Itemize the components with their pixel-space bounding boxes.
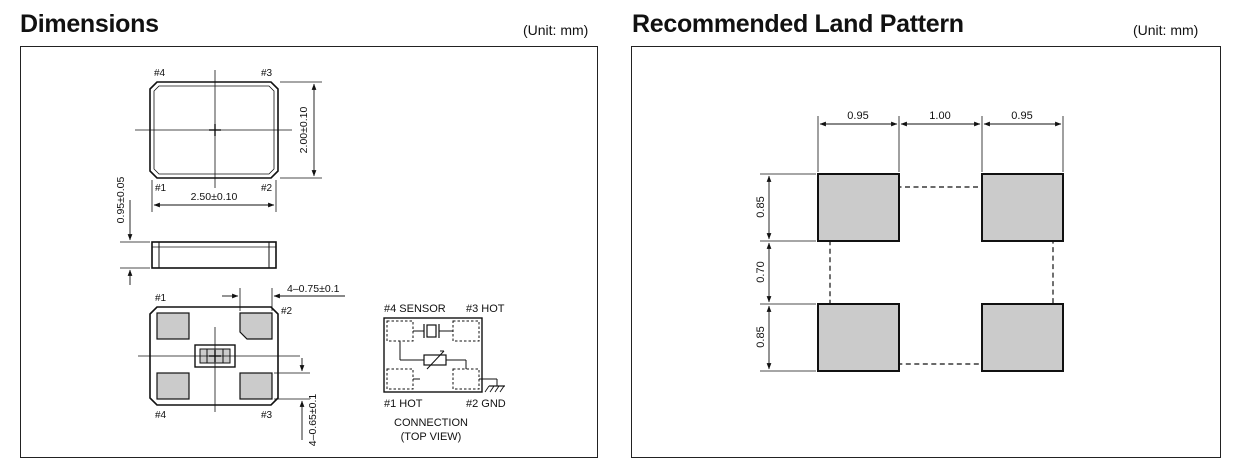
land-dim-pad-height-top: 0.85	[755, 196, 767, 217]
bottom-pin3-label: #3	[261, 410, 273, 421]
connection-diagram	[383, 317, 505, 393]
land-pad-top-right	[981, 173, 1064, 242]
thickness-dimension-label: 0.95±0.05	[115, 177, 127, 224]
bottom-pad-4	[156, 372, 190, 400]
dimensions-panel	[20, 46, 598, 458]
land-dim-pad-width-left: 0.95	[847, 110, 868, 122]
top-pin2-label: #2	[261, 183, 273, 194]
dimensions-title: Dimensions	[20, 10, 159, 38]
package-outline-bottom	[149, 306, 279, 406]
connection-pin3-label: #3 HOT	[466, 303, 505, 315]
land-pad-bottom-right	[981, 303, 1064, 372]
top-pin4-label: #4	[154, 68, 166, 79]
top-view	[120, 70, 322, 269]
land-dim-pad-height-bottom: 0.85	[755, 326, 767, 347]
land-pad-top-left	[817, 173, 900, 242]
pad-width-dimension-label: 4–0.75±0.1	[287, 283, 340, 295]
package-outline-top	[149, 81, 279, 179]
connection-caption-line1: CONNECTION	[394, 417, 468, 429]
land-pattern-unit: (Unit: mm)	[1133, 22, 1199, 38]
bottom-pad-2	[239, 312, 273, 340]
land-dim-pad-width-right: 0.95	[1011, 110, 1032, 122]
pad-height-dimension-label: 4–0.65±0.1	[307, 394, 319, 447]
land-pattern-title: Recommended Land Pattern	[632, 10, 964, 38]
land-dim-gap-height: 0.70	[755, 261, 767, 282]
land-pad-bottom-left	[817, 303, 900, 372]
connection-pin4-label: #4 SENSOR	[384, 303, 446, 315]
land-pattern	[760, 116, 1064, 372]
bottom-pin1-label: #1	[155, 293, 167, 304]
top-pin1-label: #1	[155, 183, 167, 194]
land-dim-gap-width: 1.00	[929, 110, 950, 122]
height-dimension-label: 2.00±0.10	[298, 107, 310, 154]
side-view	[127, 200, 277, 285]
connection-pin1-label: #1 HOT	[384, 398, 423, 410]
connection-pin2-label: #2 GND	[466, 398, 506, 410]
bottom-pad-1	[156, 312, 190, 340]
dimensions-unit: (Unit: mm)	[523, 22, 589, 38]
bottom-pad-3	[239, 372, 273, 400]
bottom-view	[138, 288, 345, 440]
bottom-pin2-label: #2	[281, 306, 293, 317]
width-dimension-label: 2.50±0.10	[191, 191, 238, 203]
land-pattern-panel	[631, 46, 1221, 458]
bottom-pin4-label: #4	[155, 410, 167, 421]
connection-caption-line2: (TOP VIEW)	[401, 431, 462, 443]
package-inner-outline	[153, 85, 275, 175]
top-pin3-label: #3	[261, 68, 273, 79]
